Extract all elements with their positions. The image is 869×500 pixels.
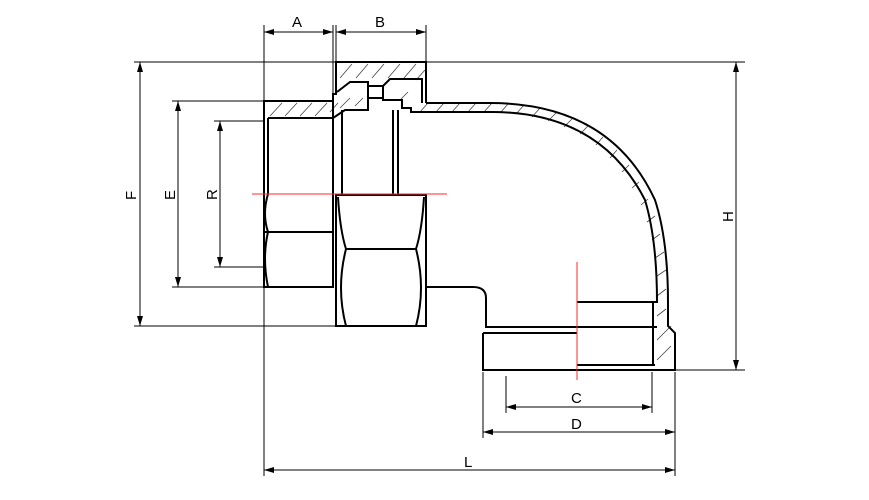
dim-e-label: E xyxy=(162,190,179,200)
section-hatching xyxy=(269,63,672,361)
cap-detail xyxy=(332,78,426,119)
dim-r-label: R xyxy=(204,189,221,200)
dim-h-label: H xyxy=(720,211,737,222)
elbow-body xyxy=(426,102,676,371)
dim-d-label: D xyxy=(571,416,582,433)
dim-l-label: L xyxy=(464,454,472,471)
center-lines xyxy=(252,193,578,380)
dim-f-label: F xyxy=(123,191,140,200)
dim-c-label: C xyxy=(571,390,582,407)
dim-b-label: B xyxy=(375,14,385,31)
extension-lines xyxy=(134,25,745,476)
hex-nut-right xyxy=(335,110,427,327)
dimension-lines xyxy=(137,29,739,473)
dim-a-label: A xyxy=(292,14,302,31)
